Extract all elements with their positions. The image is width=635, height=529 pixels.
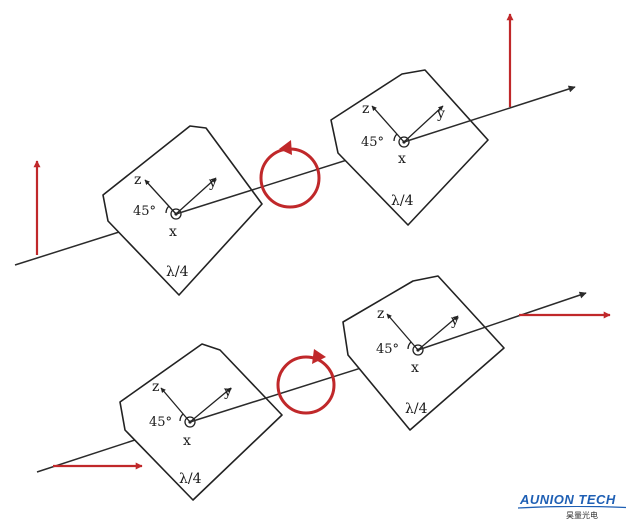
x-axis-circle xyxy=(412,344,424,356)
waveplate-label: λ/4 xyxy=(179,471,202,487)
x-axis-circle xyxy=(398,136,410,148)
waveplate-label: λ/4 xyxy=(391,193,414,209)
x-axis-circle xyxy=(170,208,182,220)
waveplate-plate xyxy=(342,275,505,431)
circular-polarization-arrowhead xyxy=(312,349,326,364)
z-label: z xyxy=(377,306,384,322)
top-row: z y x 45° λ/4 z y x 45° λ/4 xyxy=(14,13,576,296)
waveplate-plate xyxy=(330,69,489,226)
circular-polarization-arrowhead xyxy=(279,140,292,155)
z-label: z xyxy=(152,379,159,395)
y-axis-arrow xyxy=(403,105,444,143)
x-label: x xyxy=(183,433,191,449)
y-label: y xyxy=(208,175,217,191)
x-label: x xyxy=(169,224,177,240)
z-axis-arrow xyxy=(371,105,405,143)
top-waveplate-2: z y x 45° λ/4 xyxy=(330,69,489,226)
x-label: x xyxy=(411,360,419,376)
logo-swoosh xyxy=(518,506,626,509)
y-label: y xyxy=(450,313,459,329)
angle-arc xyxy=(179,413,184,422)
bottom-circular-polarization xyxy=(276,349,336,415)
bottom-beam-output xyxy=(417,291,587,351)
top-beam-output xyxy=(403,85,576,143)
z-label: z xyxy=(362,101,369,117)
angle-arc xyxy=(407,341,412,350)
z-axis-arrow xyxy=(144,179,177,215)
z-label: z xyxy=(134,172,141,188)
y-axis-arrow xyxy=(175,177,217,215)
bottom-row: z y x 45° λ/4 z y x 45° λ/4 xyxy=(36,275,611,501)
angle-arc xyxy=(165,205,170,214)
angle-label: 45° xyxy=(133,204,156,219)
y-label: y xyxy=(223,384,232,400)
x-axis-circle xyxy=(184,416,196,428)
bottom-waveplate-2: z y x 45° λ/4 xyxy=(342,275,505,431)
top-circular-polarization xyxy=(259,140,321,209)
x-label: x xyxy=(398,151,406,167)
top-waveplate-1: z y x 45° λ/4 xyxy=(102,125,263,296)
angle-label: 45° xyxy=(149,415,172,430)
z-axis-arrow xyxy=(160,387,191,423)
angle-arc xyxy=(393,133,398,142)
company-logo-text: AUNION TECH xyxy=(520,492,616,507)
z-axis-arrow xyxy=(386,313,419,351)
waveplate-label: λ/4 xyxy=(166,264,189,280)
waveplate-label: λ/4 xyxy=(405,401,428,417)
y-axis-arrow xyxy=(417,315,459,351)
waveplate-plate xyxy=(102,125,263,296)
waveplate-plate xyxy=(119,343,283,501)
angle-label: 45° xyxy=(361,135,384,150)
y-label: y xyxy=(436,106,445,122)
company-logo-subtitle: 昊量光电 xyxy=(566,511,598,520)
y-axis-arrow xyxy=(189,387,232,423)
bottom-waveplate-1: z y x 45° λ/4 xyxy=(119,343,283,501)
circular-polarization-circle xyxy=(276,355,336,415)
angle-label: 45° xyxy=(376,342,399,357)
